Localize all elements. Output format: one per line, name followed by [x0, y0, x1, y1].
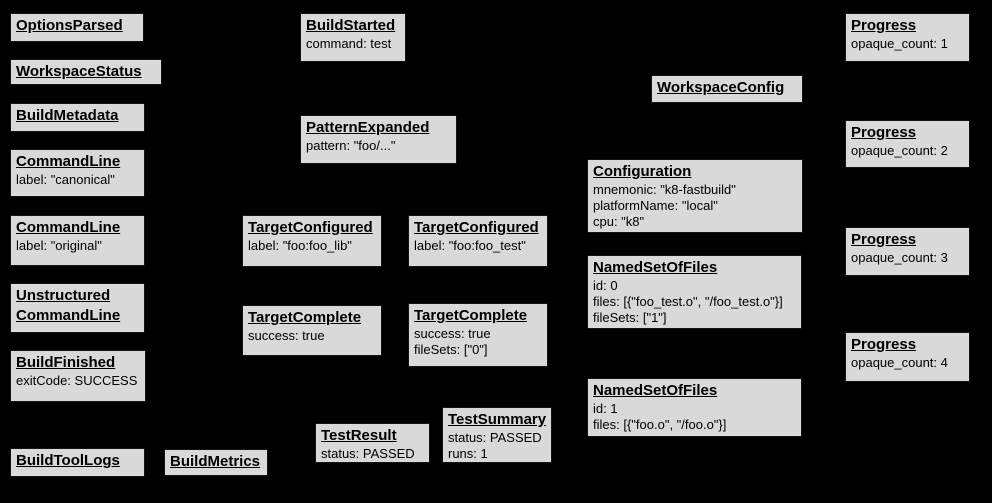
- event-title: BuildMetadata: [16, 107, 119, 124]
- event-detail: command: test: [306, 36, 392, 51]
- event-detail: opaque_count: 2: [851, 143, 948, 158]
- event-box-named-set-of-files-0: NamedSetOfFiles id: 0 files: [{"foo_test…: [587, 255, 802, 329]
- event-box-command-line-canonical: CommandLine label: "canonical": [10, 149, 145, 197]
- event-title: WorkspaceStatus: [16, 63, 142, 80]
- event-detail: label: "original": [16, 238, 102, 253]
- event-title: WorkspaceConfig: [657, 79, 785, 96]
- event-box-target-configured-foo-lib: TargetConfigured label: "foo:foo_lib": [242, 215, 382, 267]
- event-title: PatternExpanded: [306, 119, 430, 136]
- event-title: Configuration: [593, 163, 692, 180]
- event-detail: platformName: "local": [593, 198, 718, 213]
- event-box-workspace-status: WorkspaceStatus: [10, 59, 162, 85]
- event-detail: opaque_count: 1: [851, 36, 948, 51]
- event-title: OptionsParsed: [16, 17, 123, 34]
- event-detail: success: true: [248, 328, 325, 343]
- event-title: Progress: [851, 17, 917, 34]
- event-detail: label: "foo:foo_lib": [248, 238, 352, 253]
- event-detail: id: 0: [593, 278, 618, 293]
- event-box-build-started: BuildStarted command: test: [300, 13, 406, 62]
- event-title: TargetComplete: [248, 309, 362, 326]
- event-box-command-line-original: CommandLine label: "original": [10, 215, 145, 266]
- event-box-progress-3: Progress opaque_count: 3: [845, 227, 970, 276]
- event-title: BuildStarted: [306, 17, 396, 34]
- event-title: TargetConfigured: [248, 219, 373, 236]
- event-title: CommandLine: [16, 153, 121, 170]
- event-box-configuration: Configuration mnemonic: "k8-fastbuild" p…: [587, 159, 803, 233]
- event-box-progress-2: Progress opaque_count: 2: [845, 120, 970, 168]
- event-title: BuildMetrics: [170, 453, 261, 470]
- event-detail: runs: 1: [448, 446, 488, 461]
- event-box-workspace-config: WorkspaceConfig: [651, 75, 803, 103]
- event-box-target-configured-foo-test: TargetConfigured label: "foo:foo_test": [408, 215, 548, 267]
- event-detail: pattern: "foo/...": [306, 138, 396, 153]
- event-box-options-parsed: OptionsParsed: [10, 13, 144, 42]
- event-title: TestResult: [321, 427, 397, 444]
- event-title: TargetConfigured: [414, 219, 539, 236]
- event-detail: files: [{"foo.o", "/foo.o"}]: [593, 417, 727, 432]
- event-title: TargetComplete: [414, 307, 528, 324]
- event-title: TestSummary: [448, 411, 547, 428]
- event-detail: opaque_count: 4: [851, 355, 948, 370]
- event-detail: mnemonic: "k8-fastbuild": [593, 182, 736, 197]
- event-box-target-complete-foo-lib: TargetComplete success: true: [242, 305, 382, 356]
- event-detail: status: PASSED: [321, 446, 415, 461]
- event-box-build-tool-logs: BuildToolLogs: [10, 448, 145, 477]
- event-box-pattern-expanded: PatternExpanded pattern: "foo/...": [300, 115, 457, 164]
- event-title: NamedSetOfFiles: [593, 259, 718, 276]
- event-detail: fileSets: ["1"]: [593, 310, 667, 325]
- event-title: Unstructured CommandLine: [16, 287, 121, 324]
- event-box-named-set-of-files-1: NamedSetOfFiles id: 1 files: [{"foo.o", …: [587, 378, 802, 437]
- event-box-progress-4: Progress opaque_count: 4: [845, 332, 970, 382]
- event-title: Progress: [851, 336, 917, 353]
- event-box-build-metadata: BuildMetadata: [10, 103, 145, 132]
- event-title: BuildFinished: [16, 354, 116, 371]
- event-detail: cpu: "k8": [593, 214, 645, 229]
- event-box-test-result: TestResult status: PASSED: [315, 423, 430, 463]
- event-title: Progress: [851, 231, 917, 248]
- event-detail: id: 1: [593, 401, 618, 416]
- event-title: Progress: [851, 124, 917, 141]
- event-box-unstructured-command-line: Unstructured CommandLine: [10, 283, 145, 333]
- event-title: NamedSetOfFiles: [593, 382, 718, 399]
- event-detail: success: true: [414, 326, 491, 341]
- event-detail: fileSets: ["0"]: [414, 342, 488, 357]
- event-title: CommandLine: [16, 219, 121, 236]
- event-box-test-summary: TestSummary status: PASSED runs: 1: [442, 407, 552, 463]
- event-detail: label: "canonical": [16, 172, 115, 187]
- event-box-build-finished: BuildFinished exitCode: SUCCESS: [10, 350, 146, 402]
- event-box-progress-1: Progress opaque_count: 1: [845, 13, 970, 62]
- event-detail: exitCode: SUCCESS: [16, 373, 138, 388]
- event-detail: label: "foo:foo_test": [414, 238, 526, 253]
- event-box-build-metrics: BuildMetrics: [164, 449, 268, 476]
- event-title: BuildToolLogs: [16, 452, 120, 469]
- event-detail: opaque_count: 3: [851, 250, 948, 265]
- event-detail: status: PASSED: [448, 430, 542, 445]
- event-box-target-complete-foo-test: TargetComplete success: true fileSets: […: [408, 303, 548, 367]
- event-detail: files: [{"foo_test.o", "/foo_test.o"}]: [593, 294, 783, 309]
